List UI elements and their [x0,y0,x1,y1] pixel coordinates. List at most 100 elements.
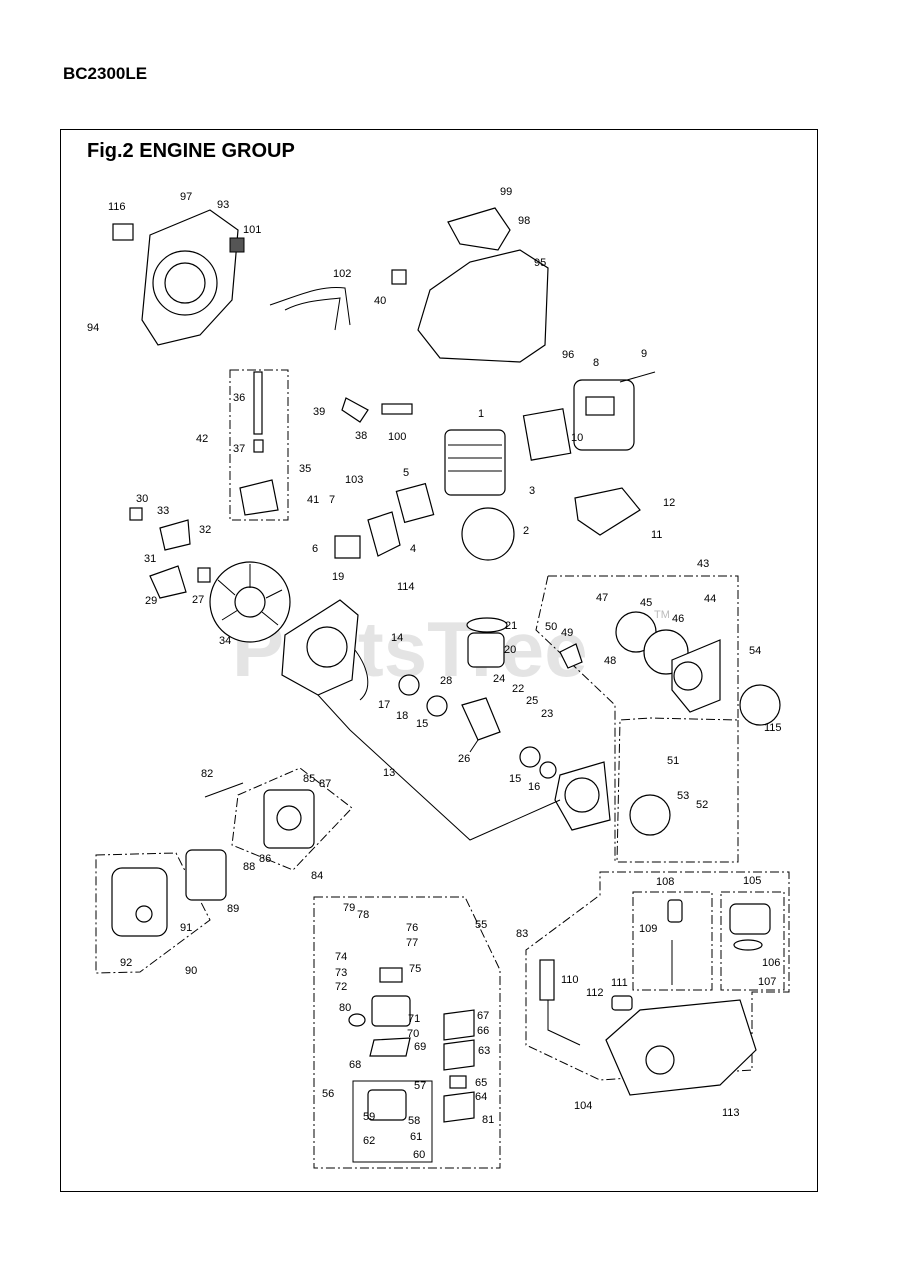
part-callout-45: 45 [640,597,652,609]
part-callout-37: 37 [233,443,245,455]
part-callout-100: 100 [388,431,406,443]
part-callout-50: 50 [545,621,557,633]
fuel-filter-group-box-108 [632,891,713,991]
part-callout-36: 36 [233,392,245,404]
part-callout-102: 102 [333,268,351,280]
part-callout-5: 5 [403,467,409,479]
part-callout-105: 105 [743,875,761,887]
fan-cover-drawing [112,209,245,346]
part-callout-43: 43 [697,558,709,570]
part-callout-28: 28 [440,675,452,687]
part-callout-73: 73 [335,967,347,979]
air-cleaner-group-box-90 [95,852,211,974]
part-callout-25: 25 [526,695,538,707]
carburetor-drawing [348,967,475,1123]
carburetor-subgroup-box [352,1080,433,1163]
part-callout-13: 13 [383,767,395,779]
part-callout-63: 63 [478,1045,490,1057]
part-callout-34: 34 [219,635,231,647]
part-callout-57: 57 [414,1080,426,1092]
part-callout-77: 77 [406,937,418,949]
part-callout-108: 108 [656,876,674,888]
part-callout-109: 109 [639,923,657,935]
part-callout-71: 71 [408,1013,420,1025]
part-callout-15: 15 [416,718,428,730]
part-callout-39: 39 [313,406,325,418]
part-callout-88: 88 [243,861,255,873]
engine-cover-drawing [391,207,549,363]
cylinder-drawing [334,429,515,561]
part-callout-66: 66 [477,1025,489,1037]
part-callout-65: 65 [475,1077,487,1089]
part-callout-33: 33 [157,505,169,517]
part-callout-75: 75 [409,963,421,975]
part-callout-60: 60 [413,1149,425,1161]
part-callout-74: 74 [335,951,347,963]
part-callout-89: 89 [227,903,239,915]
part-callout-79: 79 [343,902,355,914]
part-callout-115: 115 [764,722,782,734]
piston-drawing [466,617,508,668]
part-callout-41: 41 [307,494,319,506]
part-callout-82: 82 [201,768,213,780]
figure-title: Fig.2 ENGINE GROUP [87,140,295,162]
part-callout-110: 110 [561,974,579,986]
part-callout-layer: 1234567891011121314151516171819202122232… [87,186,782,1161]
part-callout-54: 54 [749,645,761,657]
part-callout-6: 6 [312,543,318,555]
part-callout-32: 32 [199,524,211,536]
part-callout-112: 112 [586,987,604,999]
part-callout-26: 26 [458,753,470,765]
part-callout-11: 11 [651,529,662,541]
part-callout-24: 24 [493,673,505,685]
part-callout-107: 107 [758,976,776,988]
part-callout-61: 61 [410,1131,422,1143]
part-callout-104: 104 [574,1100,592,1112]
recoil-starter-group-box [535,575,739,863]
model-title: BC2300LE [63,64,148,83]
part-callout-49: 49 [561,627,573,639]
part-callout-111: 111 [611,977,628,989]
spark-plug-drawing [341,397,413,423]
carburetor-group-box [313,896,501,1169]
part-callout-97: 97 [180,191,192,203]
part-callout-103: 103 [345,474,363,486]
part-callout-98: 98 [518,215,530,227]
part-callout-46: 46 [672,613,684,625]
part-callout-42: 42 [196,433,208,445]
part-callout-92: 92 [120,957,132,969]
part-callout-64: 64 [475,1091,487,1103]
part-callout-116: 116 [108,201,126,213]
air-cleaner-group-box-84 [231,767,353,871]
part-callout-40: 40 [374,295,386,307]
part-callout-23: 23 [541,708,553,720]
part-callout-62: 62 [363,1135,375,1147]
part-callout-55: 55 [475,919,487,931]
part-callout-48: 48 [604,655,616,667]
part-callout-31: 31 [144,553,156,565]
part-callout-83: 83 [516,928,528,940]
part-callout-20: 20 [504,644,516,656]
part-callout-59: 59 [363,1111,375,1123]
part-callout-12: 12 [663,497,675,509]
part-callout-16: 16 [528,781,540,793]
wire-drawing [269,286,351,331]
part-callout-10: 10 [571,432,583,444]
part-callout-38: 38 [355,430,367,442]
part-callout-14: 14 [391,632,403,644]
part-callout-35: 35 [299,463,311,475]
recoil-starter-drawing [559,611,781,836]
part-callout-56: 56 [322,1088,334,1100]
part-callout-22: 22 [512,683,524,695]
part-callout-99: 99 [500,186,512,198]
part-callout-94: 94 [87,322,99,334]
part-callout-51: 51 [667,755,679,767]
part-callout-7: 7 [329,494,335,506]
part-callout-44: 44 [704,593,716,605]
part-callout-4: 4 [410,543,416,555]
part-callout-91: 91 [180,922,192,934]
part-callout-21: 21 [505,620,517,632]
part-callout-52: 52 [696,799,708,811]
part-callout-47: 47 [596,592,608,604]
part-callout-80: 80 [339,1002,351,1014]
